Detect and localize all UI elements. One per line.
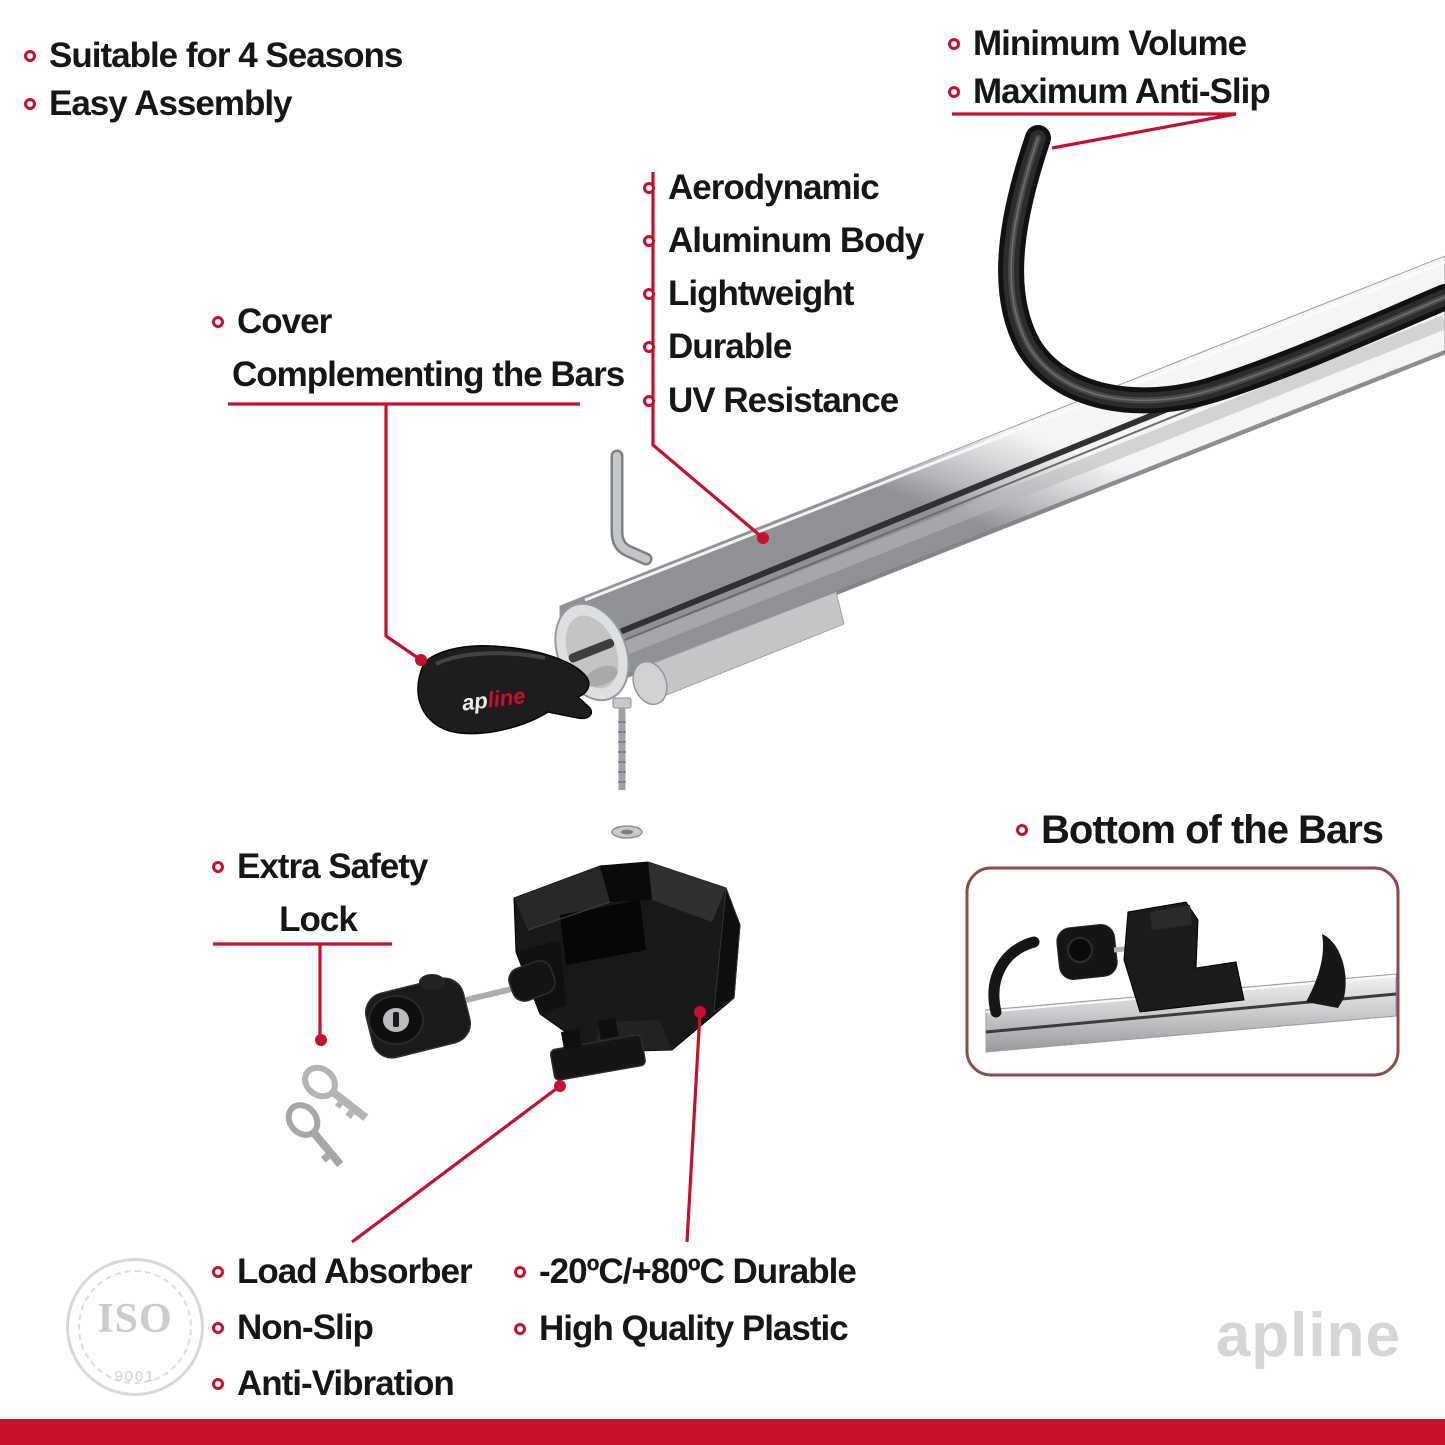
feature-label: Suitable for 4 Seasons: [49, 36, 403, 75]
bottom-left-feature-1: Load Absorber: [212, 1252, 473, 1292]
bullet-icon: [514, 1323, 526, 1335]
bullet-icon: [24, 98, 36, 110]
feature-label: -20ºC/+80ºC Durable: [539, 1252, 857, 1291]
feature-top-right-2: Maximum Anti-Slip: [948, 72, 1271, 112]
keys: [285, 1064, 369, 1168]
safety-lock-label-line1: Extra Safety: [212, 847, 428, 887]
bar-lower-rail-endcap: [632, 660, 668, 706]
brand-logo-line: line: [486, 683, 527, 712]
bottom-mid-feature-2: High Quality Plastic: [514, 1309, 849, 1349]
safety-lock-label-line2: Lock: [279, 900, 358, 939]
leader-durable: [685, 1011, 702, 1243]
feature-label: Maximum Anti-Slip: [973, 72, 1271, 111]
brand-watermark: apline: [1215, 1301, 1401, 1370]
bullet-icon: [643, 182, 655, 194]
feature-label: Durable: [668, 327, 792, 366]
bullet-icon: [643, 288, 655, 300]
bullet-icon: [1016, 824, 1028, 836]
bottom-of-bars-label: Bottom of the Bars: [1016, 808, 1384, 852]
feature-label: Anti-Vibration: [237, 1364, 455, 1403]
bullet-icon: [24, 50, 36, 62]
brand-logo-ap: ap: [461, 688, 490, 716]
feature-top-left-1: Suitable for 4 Seasons: [24, 36, 403, 76]
allen-key-icon: [610, 449, 653, 566]
feature-label: Aluminum Body: [668, 221, 924, 260]
bottom-mid-feature-1: -20ºC/+80ºC Durable: [514, 1252, 857, 1292]
cover-label-line1: Cover: [212, 302, 332, 342]
brand-logo: apline: [461, 683, 527, 716]
cover-piece: apline: [417, 645, 593, 735]
feature-label: High Quality Plastic: [539, 1309, 849, 1348]
feature-top-left-2: Easy Assembly: [24, 84, 293, 124]
feature-label: Lightweight: [668, 274, 854, 313]
bullet-icon: [212, 1322, 224, 1334]
inset-clamp: [1056, 901, 1245, 1013]
feature-label: Non-Slip: [237, 1308, 374, 1347]
bolt: [612, 697, 632, 790]
inset-rubber-hook: [988, 936, 1040, 1018]
leader-cover-drop: [384, 404, 419, 660]
feature-label: Aerodynamic: [668, 168, 880, 207]
lock-knob: [508, 960, 556, 1002]
lock-cylinder: [364, 960, 556, 1059]
feature-label: UV Resistance: [668, 381, 899, 420]
bottom-of-bars-text: Bottom of the Bars: [1041, 808, 1384, 852]
bullet-icon: [514, 1266, 526, 1278]
bullet-icon: [643, 235, 655, 247]
leader-lines: [213, 112, 1237, 1244]
iso-9001-stamp: ISO 9001: [66, 1258, 204, 1396]
bullet-icon: [212, 1378, 224, 1390]
bullet-icon: [643, 341, 655, 353]
bottom-left-feature-2: Non-Slip: [212, 1308, 374, 1348]
bullet-icon: [212, 1266, 224, 1278]
feature-label: Minimum Volume: [973, 24, 1247, 63]
feature-label: Load Absorber: [237, 1252, 473, 1291]
bar-feature-3: Lightweight: [643, 274, 854, 314]
bullet-icon: [948, 38, 960, 50]
feature-label: Easy Assembly: [49, 84, 293, 123]
load-absorber-pad: [549, 1018, 646, 1081]
bar-feature-2: Aluminum Body: [643, 221, 924, 261]
leader-top-right: [952, 112, 1237, 150]
bullet-icon: [212, 316, 224, 328]
bar-feature-1: Aerodynamic: [643, 168, 880, 208]
leader-bar-features: [651, 172, 765, 540]
bottom-of-bars-inset: [965, 866, 1400, 1077]
mounting-foot: [513, 861, 741, 1053]
rubber-strip: [998, 125, 1445, 414]
safety-lock-label: Extra Safety: [237, 847, 428, 886]
cover-label-line2: Complementing the Bars: [232, 355, 625, 394]
bottom-left-feature-3: Anti-Vibration: [212, 1364, 455, 1404]
bar-feature-4: Durable: [643, 327, 792, 367]
cross-bar: [554, 255, 1445, 706]
bullet-icon: [212, 861, 224, 873]
feature-top-right-1: Minimum Volume: [948, 24, 1247, 64]
bullet-icon: [948, 86, 960, 98]
iso-title: ISO: [97, 1296, 173, 1342]
bar-feature-5: UV Resistance: [643, 381, 899, 421]
leader-load-absorber: [351, 1084, 561, 1244]
bullet-icon: [643, 395, 655, 407]
inset-rubber-flap: [1306, 934, 1346, 1008]
cover-label: Cover: [237, 302, 332, 341]
iso-subtitle: 9001: [114, 1368, 156, 1385]
bottom-accent-bar: [0, 1419, 1445, 1445]
washer: [611, 825, 643, 839]
